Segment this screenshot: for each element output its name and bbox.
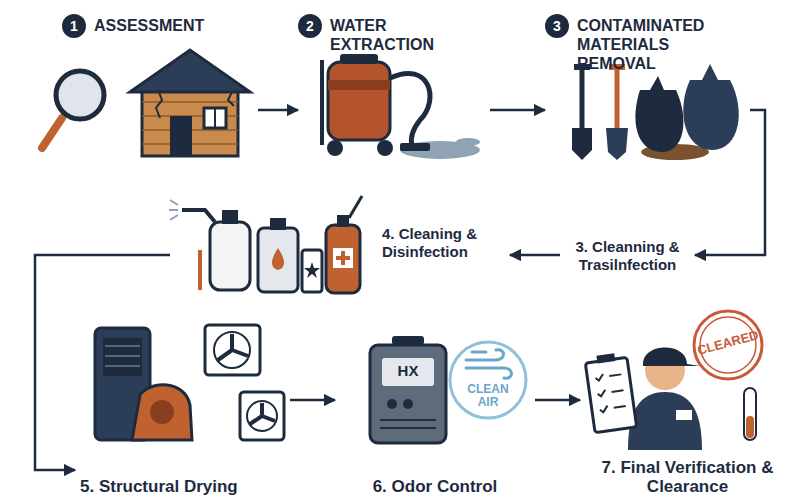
flow-arrow: [290, 399, 335, 402]
callout-number: 3: [553, 19, 561, 33]
step-title: ASSESSMENT: [94, 14, 204, 35]
step-title: 3. Cleanning & Trasilnfection: [560, 238, 695, 274]
technician-icon: [585, 311, 762, 450]
step-title: 5. Structural Drying: [80, 477, 238, 496]
step-group: 2 WATER EXTRACTION: [298, 8, 490, 165]
magnifier-icon: [42, 71, 104, 148]
odor-control-icon: [370, 336, 526, 443]
drying-equipment-icon: [95, 325, 284, 440]
step-group: 5. Structural Drying: [75, 318, 290, 498]
step-group: 3 CONTAMINATED MATERIALS REMOVAL: [545, 8, 750, 165]
step-label: 3. Cleanning & Trasilnfection: [560, 232, 695, 280]
step-title: WATER EXTRACTION: [330, 14, 490, 54]
step-title: 6. Odor Control: [373, 477, 498, 496]
step-group: 7. Final Verification & Clearance: [580, 318, 795, 498]
wet-vac-icon: [322, 54, 480, 159]
flow-arrow: [258, 109, 298, 112]
flow-arrow: [35, 255, 170, 470]
sprayers-icon: [169, 196, 362, 293]
step-group: 6. Odor Control: [335, 318, 535, 498]
step-group: 1 ASSESSMENT: [62, 8, 258, 165]
callout-number: 1: [70, 19, 78, 33]
step-number-badge: 3: [545, 14, 569, 38]
flow-arrow: [510, 254, 560, 257]
step-title: 7. Final Verification & Clearance: [580, 458, 795, 496]
step-group: 4. Cleaning & Disinfection: [170, 185, 510, 300]
step-title: 4. Cleaning & Disinfection: [382, 225, 504, 261]
flow-arrow: [490, 109, 545, 112]
flow-arrow: [535, 399, 580, 402]
icon-label: CLEAN AIR: [458, 383, 518, 409]
house-icon: [130, 50, 250, 156]
machine-label: HX: [382, 362, 434, 379]
shovels-and-bags-icon: [572, 64, 739, 160]
step-number-badge: 1: [62, 14, 86, 38]
step-number-badge: 2: [298, 14, 322, 38]
step-title: CONTAMINATED MATERIALS REMOVAL: [577, 14, 750, 73]
flow-arrow: [695, 110, 765, 255]
callout-number: 2: [306, 19, 314, 33]
